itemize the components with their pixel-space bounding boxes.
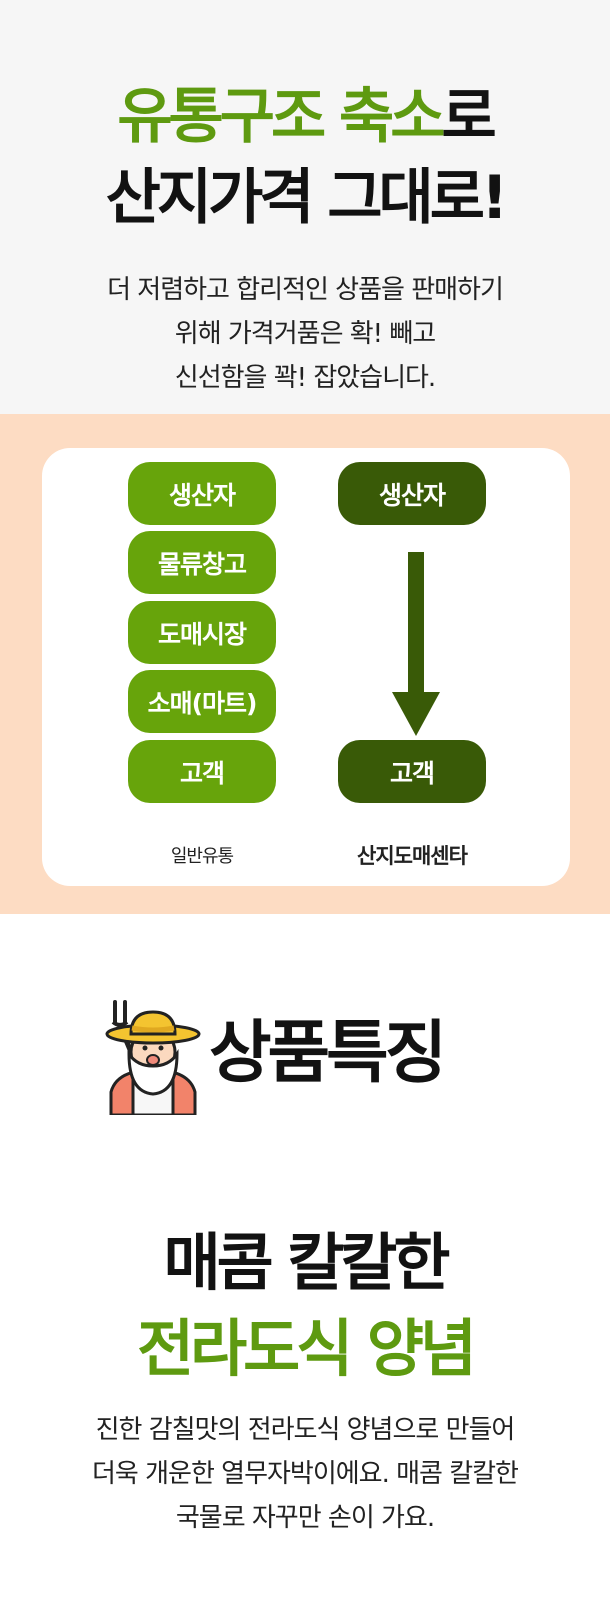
intro-headline-line2: 산지가격 그대로! bbox=[105, 163, 509, 233]
features-description: 진한 감칠맛의 전라도식 양념으로 만들어 더욱 개운한 열무자박이에요. 매콤… bbox=[0, 1408, 610, 1540]
features-headline-line1: 매콤 칼칼한 bbox=[163, 1226, 451, 1299]
general-step-retail: 소매(마트) bbox=[128, 670, 276, 733]
headline-highlight: 유통구조 축소 bbox=[117, 82, 445, 152]
general-step-warehouse: 물류창고 bbox=[128, 531, 276, 594]
distribution-card bbox=[42, 448, 570, 886]
intro-desc-line: 위해 가격거품은 확! 빼고 bbox=[174, 319, 436, 349]
general-step-producer: 생산자 bbox=[128, 462, 276, 525]
general-step-wholesale-market: 도매시장 bbox=[128, 601, 276, 664]
features-desc-line: 더욱 개운한 열무자박이에요. 매콤 칼칼한 bbox=[92, 1459, 519, 1489]
features-desc-line: 국물로 자꾸만 손이 가요. bbox=[175, 1503, 435, 1533]
farmer-mascot-icon bbox=[105, 1000, 201, 1115]
intro-description: 더 저렴하고 합리적인 상품을 판매하기 위해 가격거품은 확! 빼고 신선함을… bbox=[0, 268, 610, 400]
general-step-customer: 고객 bbox=[128, 740, 276, 803]
headline-suffix: 로 bbox=[441, 82, 496, 152]
intro-section bbox=[0, 0, 610, 414]
direct-step-customer: 고객 bbox=[338, 740, 486, 803]
direct-step-producer: 생산자 bbox=[338, 462, 486, 525]
intro-desc-line: 더 저렴하고 합리적인 상품을 판매하기 bbox=[107, 275, 504, 305]
intro-headline-line1: 유통구조 축소로 bbox=[0, 87, 610, 147]
general-caption: 일반유통 bbox=[170, 846, 234, 867]
features-headline-line2: 전라도식 양념 bbox=[137, 1312, 477, 1385]
down-arrow-icon bbox=[392, 552, 440, 736]
intro-desc-line: 신선함을 꽉! 잡았습니다. bbox=[174, 363, 436, 393]
features-desc-line: 진한 감칠맛의 전라도식 양념으로 만들어 bbox=[95, 1415, 516, 1445]
features-title: 상품특징 bbox=[209, 1014, 447, 1093]
direct-caption: 산지도매센타 bbox=[357, 844, 468, 868]
